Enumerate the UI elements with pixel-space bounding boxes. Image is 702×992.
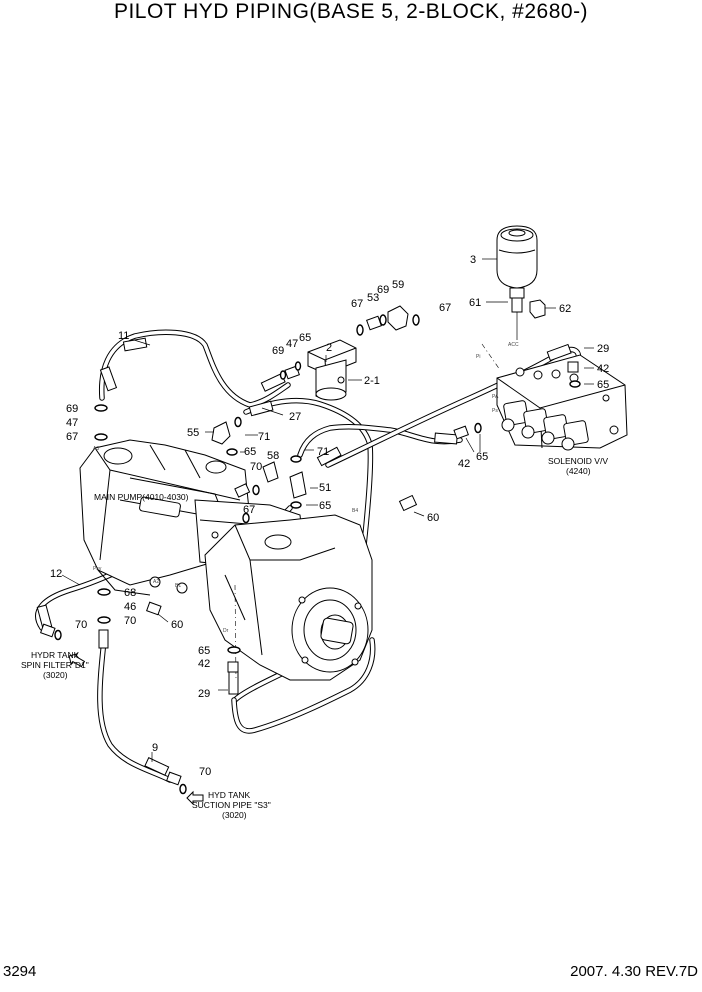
- callout-47-a: 47: [286, 338, 298, 350]
- caption-solenoid-line1: SOLENOID V/V: [548, 456, 608, 466]
- callout-42-b: 42: [458, 458, 470, 470]
- line-filter: [307, 339, 357, 401]
- callout-62: 62: [559, 303, 571, 315]
- port-ps: Ps: [492, 408, 498, 414]
- caption-suction-line2: SUCTION PIPE "S3": [192, 800, 271, 810]
- callout-67-b: 67: [439, 302, 451, 314]
- callout-3: 3: [470, 254, 476, 266]
- callout-70-b: 70: [124, 615, 136, 627]
- caption-suction-line3: (3020): [222, 810, 247, 820]
- callout-70-c: 70: [75, 619, 87, 631]
- callout-67-a: 67: [351, 298, 363, 310]
- hose-upper-pilot: [297, 424, 463, 458]
- callout-60-b: 60: [171, 619, 183, 631]
- captions: MAIN PUMP(4010-4030) SOLENOID V/V (4240)…: [21, 456, 608, 820]
- port-b4: B4: [352, 508, 358, 514]
- callout-2: 2: [326, 342, 332, 354]
- port-pa: PA: [492, 394, 499, 400]
- callout-71-a: 71: [258, 431, 270, 443]
- callout-11: 11: [118, 330, 129, 342]
- callout-numbers: 3 61 62 67 53 69 59 67 2 2-1 69 47 65 11…: [50, 254, 609, 778]
- hose-11: [98, 329, 291, 408]
- accumulator: [496, 225, 546, 340]
- callout-29-a: 29: [597, 343, 609, 355]
- callout-29-b: 29: [198, 688, 210, 700]
- callout-69-a: 69: [377, 284, 389, 296]
- o-rings: [54, 314, 581, 795]
- callout-71-b: 71: [317, 446, 329, 458]
- flow-arrows: [68, 653, 204, 806]
- callout-51: 51: [319, 482, 331, 494]
- port-pi: Pi: [476, 354, 480, 360]
- revision-date: 2007. 4.30 REV.7D: [570, 963, 698, 980]
- fittings: [40, 305, 579, 786]
- callout-65-f: 65: [198, 645, 210, 657]
- callout-27: 27: [289, 411, 301, 423]
- port-a3: A3: [93, 446, 99, 452]
- callout-70-a: 70: [250, 461, 262, 473]
- callout-42-a: 42: [597, 363, 609, 375]
- callout-46: 46: [124, 601, 136, 613]
- callout-58: 58: [267, 450, 279, 462]
- hose-29-lower: [231, 637, 376, 734]
- callout-65-e: 65: [319, 500, 331, 512]
- port-marks: Pi ACC PA Ps A3 A2 B1 B4 Psv Dr: [93, 342, 519, 634]
- callout-55: 55: [187, 427, 199, 439]
- port-a2: A2: [153, 579, 159, 585]
- leader-lines: [61, 258, 594, 762]
- caption-suction-line1: HYD TANK: [208, 790, 251, 800]
- port-drain: Dr: [223, 628, 229, 634]
- callout-67-c: 67: [66, 431, 78, 443]
- solenoid-valve: [496, 354, 628, 451]
- caption-hydr-tank-line3: (3020): [43, 670, 68, 680]
- callout-59: 59: [392, 279, 404, 291]
- caption-hydr-tank-line1: HYDR TANK: [31, 650, 80, 660]
- callout-47-b: 47: [66, 417, 78, 429]
- caption-hydr-tank-line2: SPIN FILTER"D1": [21, 660, 89, 670]
- callout-68: 68: [124, 587, 136, 599]
- hose-fittings: [36, 337, 572, 776]
- port-psv: Psv: [93, 566, 102, 572]
- callout-65-d: 65: [476, 451, 488, 463]
- caption-main-pump: MAIN PUMP(4010-4030): [94, 492, 189, 502]
- callout-70-d: 70: [199, 766, 211, 778]
- callout-69-b: 69: [272, 345, 284, 357]
- page-number: 3294: [3, 963, 37, 980]
- callout-53: 53: [367, 292, 379, 304]
- callout-61: 61: [469, 297, 481, 309]
- callout-42-c: 42: [198, 658, 210, 670]
- callout-2-1: 2-1: [364, 375, 380, 387]
- callout-65-c: 65: [244, 446, 256, 458]
- page-title: PILOT HYD PIPING(BASE 5, 2-BLOCK, #2680-…: [113, 0, 589, 23]
- callout-65-b: 65: [597, 379, 609, 391]
- port-b1: B1: [175, 583, 181, 589]
- port-acc: ACC: [508, 342, 519, 348]
- callout-12: 12: [50, 568, 62, 580]
- callout-69-c: 69: [66, 403, 78, 415]
- callout-9: 9: [152, 742, 158, 754]
- main-pump: [79, 439, 373, 681]
- callout-60-a: 60: [427, 512, 439, 524]
- callout-67-d: 67: [243, 504, 255, 516]
- callout-65-a: 65: [299, 332, 311, 344]
- caption-solenoid-line2: (4240): [566, 466, 591, 476]
- hose-9: [97, 637, 173, 783]
